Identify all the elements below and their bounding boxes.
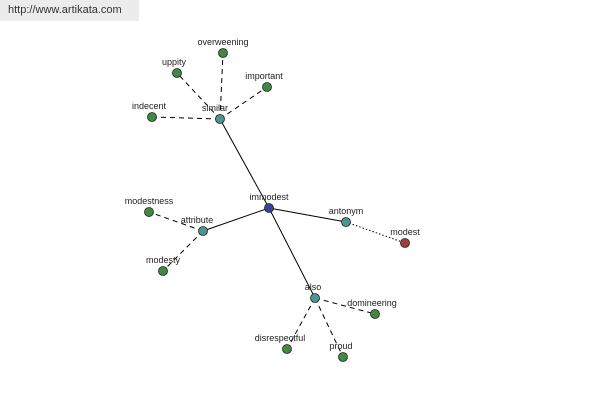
edge-also-proud bbox=[314, 297, 344, 358]
node-modesty[interactable]: modesty bbox=[146, 255, 181, 276]
node-label-antonym[interactable]: antonym bbox=[329, 206, 364, 216]
node-label-modesty[interactable]: modesty bbox=[146, 255, 181, 265]
edge-similar-important bbox=[219, 86, 268, 120]
node-dot-proud[interactable] bbox=[338, 352, 348, 362]
node-disrespectful[interactable]: disrespectful bbox=[255, 333, 306, 354]
node-proud[interactable]: proud bbox=[329, 341, 353, 362]
node-label-overweening[interactable]: overweening bbox=[197, 37, 248, 47]
node-label-modestness[interactable]: modestness bbox=[125, 196, 174, 206]
node-also[interactable]: also bbox=[305, 282, 322, 303]
node-dot-modest[interactable] bbox=[400, 238, 410, 248]
node-dot-overweening[interactable] bbox=[218, 48, 228, 58]
edges-layer bbox=[148, 52, 406, 358]
node-label-attribute[interactable]: attribute bbox=[181, 215, 214, 225]
nodes-layer: immodest similar attribute antonym also overw… bbox=[125, 37, 420, 362]
node-label-center[interactable]: immodest bbox=[249, 192, 289, 202]
node-domineering[interactable]: domineering bbox=[347, 298, 397, 319]
node-dot-also[interactable] bbox=[310, 293, 320, 303]
node-attribute[interactable]: attribute bbox=[181, 215, 214, 236]
node-label-uppity[interactable]: uppity bbox=[162, 57, 187, 67]
edge-center-similar bbox=[219, 118, 270, 209]
node-dot-center[interactable] bbox=[264, 203, 274, 213]
node-center[interactable]: immodest bbox=[249, 192, 289, 213]
node-dot-antonym[interactable] bbox=[341, 217, 351, 227]
node-dot-disrespectful[interactable] bbox=[282, 344, 292, 354]
node-dot-similar[interactable] bbox=[215, 114, 225, 124]
node-dot-attribute[interactable] bbox=[198, 226, 208, 236]
edge-similar-overweening bbox=[219, 52, 224, 120]
node-label-also[interactable]: also bbox=[305, 282, 322, 292]
node-indecent[interactable]: indecent bbox=[132, 101, 167, 122]
node-similar[interactable]: similar bbox=[202, 103, 228, 124]
node-antonym[interactable]: antonym bbox=[329, 206, 364, 227]
node-dot-modesty[interactable] bbox=[158, 266, 168, 276]
edge-center-attribute bbox=[202, 207, 270, 232]
node-label-indecent[interactable]: indecent bbox=[132, 101, 167, 111]
node-label-proud[interactable]: proud bbox=[329, 341, 352, 351]
edge-attribute-modestness bbox=[148, 211, 204, 232]
edge-similar-indecent bbox=[151, 116, 221, 120]
node-modest[interactable]: modest bbox=[390, 227, 420, 248]
edge-also-disrespectful bbox=[286, 297, 316, 350]
node-overweening[interactable]: overweening bbox=[197, 37, 249, 58]
node-modestness[interactable]: modestness bbox=[125, 196, 174, 217]
site-url-watermark: http://www.artikata.com bbox=[0, 0, 139, 21]
node-label-important[interactable]: important bbox=[245, 71, 283, 81]
node-uppity[interactable]: uppity bbox=[162, 57, 187, 78]
edge-similar-uppity bbox=[176, 72, 221, 120]
node-dot-uppity[interactable] bbox=[172, 68, 182, 78]
node-dot-modestness[interactable] bbox=[144, 207, 154, 217]
edge-attribute-modesty bbox=[162, 230, 204, 272]
edge-also-domineering bbox=[314, 297, 376, 315]
node-label-domineering[interactable]: domineering bbox=[347, 298, 397, 308]
node-label-disrespectful[interactable]: disrespectful bbox=[255, 333, 306, 343]
edge-center-also bbox=[268, 207, 316, 299]
node-label-similar[interactable]: similar bbox=[202, 103, 228, 113]
node-dot-important[interactable] bbox=[262, 82, 272, 92]
node-label-modest[interactable]: modest bbox=[390, 227, 420, 237]
node-important[interactable]: important bbox=[245, 71, 283, 92]
node-dot-domineering[interactable] bbox=[370, 309, 380, 319]
edge-center-antonym bbox=[268, 207, 347, 223]
node-dot-indecent[interactable] bbox=[147, 112, 157, 122]
